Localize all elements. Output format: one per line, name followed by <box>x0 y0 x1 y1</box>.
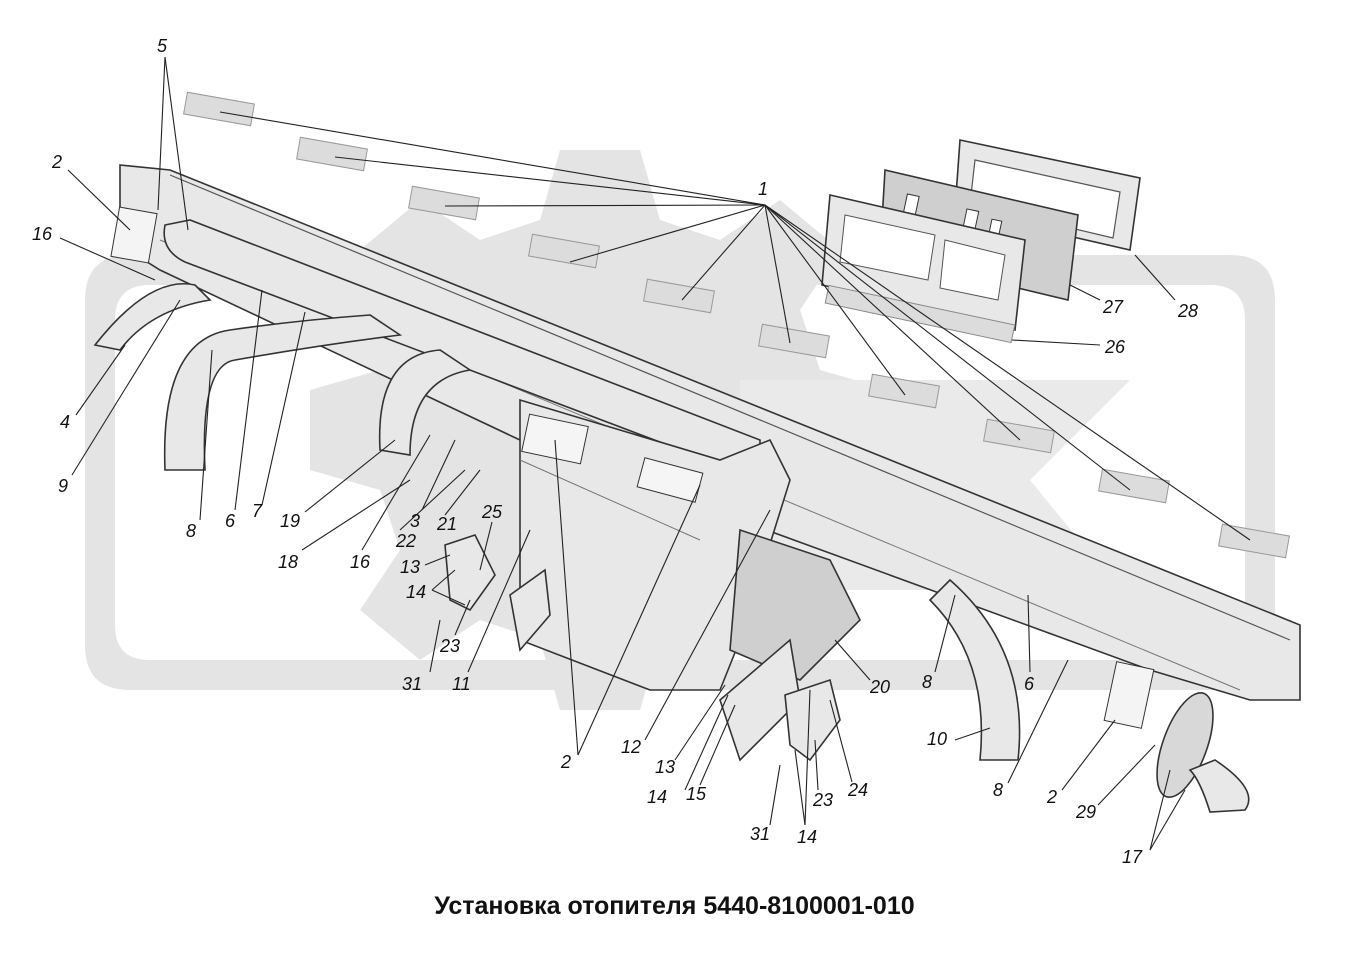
pads-1 <box>183 91 1290 559</box>
callout-2: 2 <box>560 752 571 772</box>
callout-3: 3 <box>410 511 420 531</box>
callout-13: 13 <box>400 557 420 577</box>
callout-18: 18 <box>278 552 298 572</box>
callout-1: 1 <box>758 179 768 199</box>
callout-8: 8 <box>186 521 196 541</box>
callout-20: 20 <box>869 677 890 697</box>
heater-body <box>519 398 861 691</box>
callout-7: 7 <box>252 501 263 521</box>
callout-29: 29 <box>1075 802 1096 822</box>
callout-26: 26 <box>1104 337 1126 357</box>
callout-17: 17 <box>1122 847 1143 867</box>
callout-14: 14 <box>406 582 426 602</box>
callout-27: 27 <box>1102 297 1124 317</box>
callout-12: 12 <box>621 737 641 757</box>
callout-16: 16 <box>350 552 371 572</box>
callout-10: 10 <box>927 729 947 749</box>
callout-6: 6 <box>1024 674 1035 694</box>
callout-9: 9 <box>58 476 68 496</box>
callout-11: 11 <box>452 674 471 694</box>
callout-13: 13 <box>655 757 675 777</box>
callout-23: 23 <box>812 790 833 810</box>
left-outlet <box>93 206 212 351</box>
callout-28: 28 <box>1177 301 1198 321</box>
callout-2: 2 <box>1046 787 1057 807</box>
gasket-26 <box>821 194 1026 344</box>
callout-15: 15 <box>686 784 707 804</box>
callout-2: 2 <box>51 152 62 172</box>
callout-22: 22 <box>395 531 416 551</box>
diagram-caption: Установка отопителя 5440-8100001-010 <box>434 892 915 920</box>
callout-19: 19 <box>280 511 300 531</box>
callout-23: 23 <box>439 636 460 656</box>
callout-25: 25 <box>481 502 503 522</box>
leader-lines <box>59 56 1251 851</box>
callout-14: 14 <box>647 787 667 807</box>
right-outlet <box>1103 661 1250 813</box>
hoses <box>163 314 1021 761</box>
callout-14: 14 <box>797 827 817 847</box>
callout-21: 21 <box>436 514 457 534</box>
callout-24: 24 <box>847 780 868 800</box>
callout-5: 5 <box>157 36 168 56</box>
callout-8: 8 <box>993 780 1003 800</box>
callout-4: 4 <box>60 412 70 432</box>
callout-8: 8 <box>922 672 932 692</box>
callout-31: 31 <box>750 824 770 844</box>
small-brackets <box>444 534 841 762</box>
callout-16: 16 <box>32 224 53 244</box>
callout-labels: 1 5 2 16 4 9 8 6 7 19 18 16 22 3 21 25 1… <box>32 36 1198 867</box>
callout-6: 6 <box>225 511 236 531</box>
callout-31: 31 <box>402 674 422 694</box>
